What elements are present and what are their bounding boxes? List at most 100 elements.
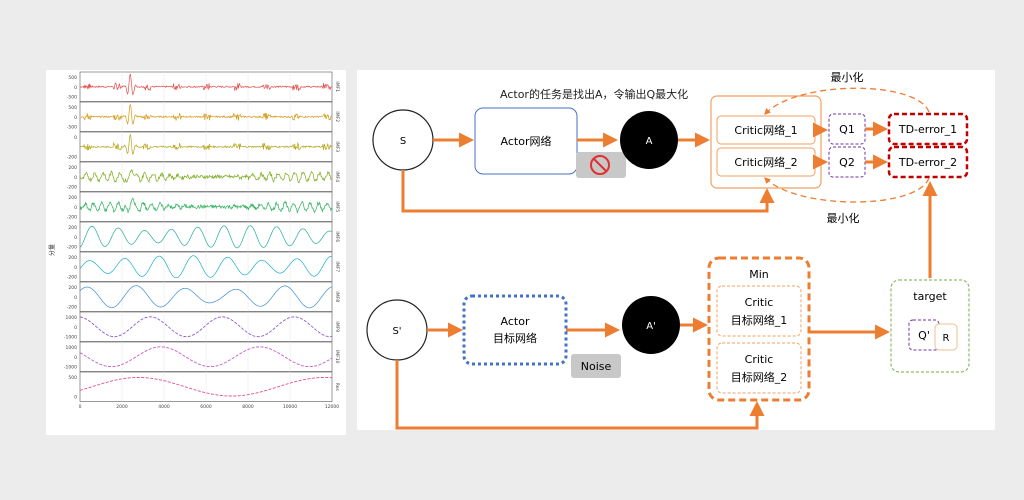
minimize-top-label: 最小化 xyxy=(831,70,864,84)
q2-label: Q2 xyxy=(839,156,855,169)
x-tick-label: 0 xyxy=(79,404,82,410)
y-tick-label: -200 xyxy=(67,275,77,281)
y-tick-label: 500 xyxy=(68,105,77,111)
subplot-label: IMF8 xyxy=(334,291,340,302)
actor-network-label: Actor网络 xyxy=(501,134,552,148)
critic-target-2-label-2: 目标网络_2 xyxy=(731,370,788,384)
minimize-loop-bottom xyxy=(764,177,930,203)
y-tick-label: 0 xyxy=(74,395,77,401)
imf-signal-line xyxy=(79,103,333,125)
y-tick-label: 0 xyxy=(74,175,77,181)
critic-network-2-label: Critic网络_2 xyxy=(734,155,797,169)
imf-subplot: 1000 0 -1000 IMF10 xyxy=(64,341,340,372)
next-state-node: S' xyxy=(366,299,428,361)
imf-signal-line xyxy=(79,134,333,155)
action-label: A xyxy=(646,136,653,147)
critic-target-1-label-2: 目标网络_1 xyxy=(731,313,788,327)
imf-subplot: 500 0 -500 IMF2 xyxy=(67,101,340,132)
subplot-label: Res xyxy=(334,383,340,392)
q2-box: Q2 xyxy=(828,146,866,178)
imf-subplot: 200 0 -200 IMF7 xyxy=(67,251,340,282)
target-box: target Q' R xyxy=(890,279,970,373)
y-tick-label: -500 xyxy=(67,95,77,101)
y-tick-label: 0 xyxy=(74,115,77,121)
min-label: Min xyxy=(749,268,769,281)
arrow-sprime-to-critic-targets xyxy=(395,360,765,430)
actor-target-box: Actor 目标网络 xyxy=(462,294,568,366)
actor-task-caption: Actor的任务是找出A，令输出Q最大化 xyxy=(500,87,688,101)
y-tick-label: 500 xyxy=(68,375,77,381)
y-tick-label: -200 xyxy=(67,245,77,251)
actor-network-box: Actor网络 xyxy=(474,107,578,175)
y-tick-label: -500 xyxy=(67,125,77,131)
actor-target-label-1: Actor xyxy=(501,315,530,328)
y-tick-label: 0 xyxy=(74,85,77,91)
x-tick-label: 4000 xyxy=(158,404,170,410)
y-tick-label: -200 xyxy=(67,215,77,221)
critic-network-2: Critic网络_2 xyxy=(716,147,816,177)
imf-signal-line xyxy=(79,197,333,214)
x-tick-label: 10000 xyxy=(283,404,297,410)
signal-plot-svg: 5000-500IMF15000-500IMF20-200IMF32000-20… xyxy=(48,71,340,410)
subplot-label: IMF2 xyxy=(334,111,340,122)
imf-signal-line xyxy=(79,73,332,96)
subplot-label: IMF3 xyxy=(334,141,340,152)
imf-signal-line xyxy=(79,346,333,368)
reward-box xyxy=(934,323,958,351)
state-node: S xyxy=(372,109,434,171)
y-tick-label: 0 xyxy=(74,265,77,271)
noise-badge: Noise xyxy=(571,354,621,378)
y-tick-label: -200 xyxy=(67,185,77,191)
subplot-label: IMF7 xyxy=(334,261,340,272)
critic-network-1: Critic网络_1 xyxy=(716,115,816,145)
y-tick-label: 200 xyxy=(68,255,77,261)
imf-signal-line xyxy=(79,169,333,184)
y-tick-label: 0 xyxy=(74,205,77,211)
next-action-node: A' xyxy=(622,296,680,354)
plot-ylabel: 分量 xyxy=(48,244,56,256)
td-error-1-label: TD-error_1 xyxy=(898,123,957,136)
y-tick-label: 200 xyxy=(68,165,77,171)
critic-target-2-box: Critic 目标网络_2 xyxy=(716,342,802,394)
subplot-label: IMF9 xyxy=(334,321,340,332)
imf-signal-line xyxy=(79,225,333,249)
subplot-label: IMF1 xyxy=(334,81,340,92)
action-node: A xyxy=(620,111,678,169)
y-tick-label: -200 xyxy=(67,305,77,311)
y-tick-label: 200 xyxy=(68,195,77,201)
subplot-label: IMF6 xyxy=(334,231,340,242)
minimize-loop-top xyxy=(764,87,930,115)
y-tick-label: 1000 xyxy=(66,345,78,351)
x-tick-label: 12000 xyxy=(325,404,339,410)
next-state-label: S' xyxy=(392,326,401,337)
actor-target-label-2: 目标网络 xyxy=(493,331,537,345)
critic-target-1-box: Critic 目标网络_1 xyxy=(716,285,802,337)
x-tick-label: 8000 xyxy=(242,404,254,410)
q-prime-label: Q' xyxy=(918,329,930,342)
y-tick-label: 1000 xyxy=(66,315,78,321)
prohibited-icon xyxy=(590,155,610,175)
y-tick-label: 0 xyxy=(74,355,77,361)
reward-label: R xyxy=(943,333,950,344)
td3-flow-diagram: Actor的任务是找出A，令输出Q最大化 S Actor网络 A xyxy=(357,70,995,430)
subplot-label: IMF10 xyxy=(334,350,340,364)
td-error-1-box: TD-error_1 xyxy=(887,112,969,146)
y-tick-label: 0 xyxy=(74,135,77,141)
state-label: S xyxy=(400,136,406,147)
diagram-svg: Actor的任务是找出A，令输出Q最大化 S Actor网络 A xyxy=(366,70,970,430)
critic-target-1-label-1: Critic xyxy=(745,296,774,309)
y-tick-label: -1000 xyxy=(64,365,77,371)
q1-box: Q1 xyxy=(828,113,866,145)
target-label: target xyxy=(913,290,947,303)
imf-signal-line xyxy=(79,285,333,309)
arrow-s-to-critic xyxy=(401,170,775,213)
x-tick-label: 2000 xyxy=(116,404,128,410)
imf-signal-line xyxy=(79,255,333,279)
